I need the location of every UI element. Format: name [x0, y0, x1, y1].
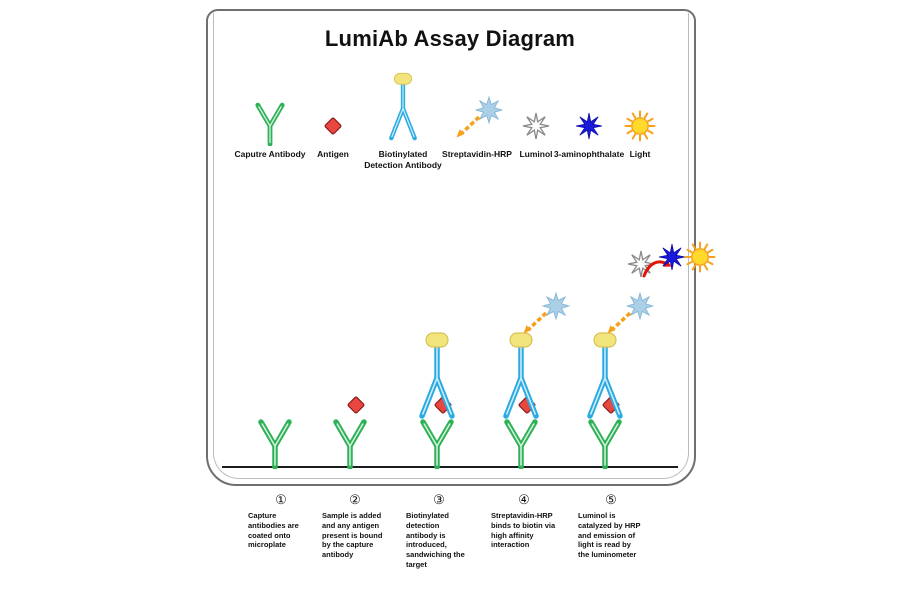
step1-capture-antibody-icon: [258, 419, 292, 469]
step3-capture-antibody-icon: [420, 419, 454, 469]
step-text-2: Sample is added and any antigen present …: [322, 511, 383, 559]
step-caption-4: ④ Streptavidin-HRP binds to biotin via h…: [491, 492, 557, 550]
step5-light-icon: [684, 241, 716, 273]
legend-item-detection-antibody: Biotinylated Detection Antibody: [360, 70, 446, 170]
step4-capture-antibody-icon: [504, 419, 538, 469]
legend-label-detection-antibody: Biotinylated Detection Antibody: [364, 149, 442, 170]
luminol-icon: [522, 112, 550, 140]
step5-detection-antibody-icon: [587, 332, 623, 419]
step-number-4: ④: [518, 492, 530, 507]
legend-item-antigen: Antigen: [303, 70, 363, 160]
legend-item-light: Light: [618, 70, 662, 160]
legend-label-antigen: Antigen: [317, 149, 349, 159]
step-text-4: Streptavidin-HRP binds to biotin via hig…: [491, 511, 556, 550]
step3-detection-antibody-icon: [419, 332, 455, 419]
legend-label-light: Light: [629, 149, 651, 159]
step-caption-2: ② Sample is added and any antigen presen…: [322, 492, 388, 560]
step-text-5: Luminol is catalyzed by HRP and emission…: [578, 511, 641, 559]
step-caption-5: ⑤ Luminol is catalyzed by HRP and emissi…: [578, 492, 644, 560]
step-text-3: Biotinylated detection antibody is intro…: [406, 511, 465, 569]
microplate-surface-line: [222, 466, 678, 468]
detection-antibody-icon: [389, 72, 417, 141]
step-number-1: ①: [275, 492, 287, 507]
legend-label-aminophthalate: 3-aminophthalate: [553, 149, 625, 159]
antigen-icon: [324, 117, 342, 135]
legend-item-luminol: Luminol: [506, 70, 566, 160]
step5-aminophthalate-icon: [658, 243, 686, 271]
legend-item-streptavidin-hrp: Streptavidin-HRP: [437, 70, 517, 160]
legend-label-luminol: Luminol: [519, 149, 553, 159]
step5-capture-antibody-icon: [588, 419, 622, 469]
step-text-1: Capture antibodies are coated onto micro…: [248, 511, 299, 550]
legend-label-capture-antibody: Caputre Antibody: [234, 149, 306, 159]
step-caption-1: ① Capture antibodies are coated onto mic…: [248, 492, 314, 550]
aminophthalate-icon: [575, 112, 603, 140]
step-number-5: ⑤: [605, 492, 617, 507]
step2-antigen-icon: [347, 396, 365, 414]
step4-streptavidin-hrp-icon: [523, 292, 571, 334]
microplate-well-inner-wall: [213, 13, 689, 479]
step-number-2: ②: [349, 492, 361, 507]
step2-capture-antibody-icon: [333, 419, 367, 469]
legend-item-aminophthalate: 3-aminophthalate: [547, 70, 631, 160]
diagram-title: LumiAb Assay Diagram: [324, 26, 576, 51]
legend-item-capture-antibody: Caputre Antibody: [228, 70, 312, 160]
step5-streptavidin-hrp-icon: [607, 292, 655, 334]
capture-antibody-icon: [255, 102, 285, 146]
step-caption-3: ③ Biotinylated detection antibody is int…: [406, 492, 472, 570]
light-icon: [624, 110, 656, 142]
step4-detection-antibody-icon: [503, 332, 539, 419]
legend-label-streptavidin-hrp: Streptavidin-HRP: [442, 149, 512, 159]
step-number-3: ③: [433, 492, 445, 507]
streptavidin-hrp-icon: [456, 96, 504, 138]
